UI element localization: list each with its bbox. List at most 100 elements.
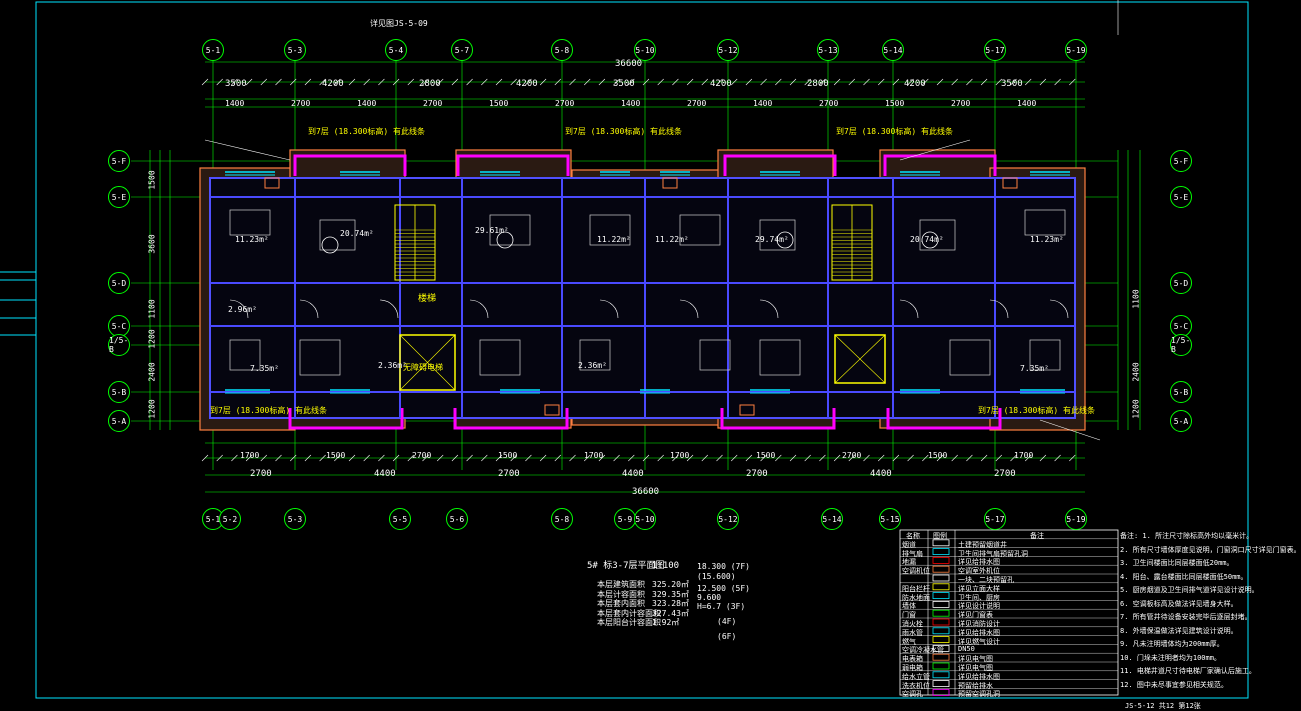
design-note: 12. 图中未尽事宜参见相关规范。	[1120, 680, 1228, 689]
axis-bubble-bottom: 5-5	[389, 508, 411, 530]
dim-top-1: 3500	[225, 79, 247, 89]
dim-bottom-2: 1700	[1014, 451, 1034, 460]
axis-bubble-top: 5-14	[882, 39, 904, 61]
legend-note: 详见门窗表	[958, 611, 993, 620]
room-area-label: 20.74m²	[910, 235, 944, 244]
axis-bubble-bottom: 5-8	[551, 508, 573, 530]
axis-bubble-top: 5-10	[634, 39, 656, 61]
legend-name: 烟道	[902, 540, 916, 549]
level-label: (6F)	[717, 632, 737, 641]
area-value: 327.43㎡	[652, 608, 689, 618]
legend-name: 门窗	[902, 611, 916, 620]
legend-note: 详见给排水图	[958, 672, 1000, 681]
dim-left: 1100	[147, 299, 157, 319]
design-note: 5. 厨房烟道及卫生间排气道详见设计说明。	[1120, 586, 1259, 594]
legend-table-lines	[899, 529, 1119, 696]
legend-note: 空调室外机位	[958, 567, 1000, 576]
detail-reference: 详见图JS-5-09	[370, 19, 428, 28]
dim-bottom-2: 2700	[842, 451, 862, 460]
note-line-5: 到7层 (18.300标高) 有此线条	[978, 406, 1095, 415]
legend-name: 燃气	[902, 637, 916, 646]
dim-bottom-2: 1700	[240, 451, 260, 460]
legend-note: 卫生间排气扇预留孔洞	[958, 549, 1028, 558]
dim-top-1: 4200	[322, 79, 344, 89]
dim-right: 2400	[1131, 362, 1141, 382]
axis-bubble-bottom: 5-3	[284, 508, 306, 530]
dim-top-2: 2700	[687, 99, 707, 108]
room-area-label: 7.35m²	[1020, 364, 1049, 373]
axis-bubble-right: 5-F	[1170, 150, 1192, 172]
legend-name: 洗衣机位	[902, 681, 930, 690]
note-line-4: 到7层 (18.300标高) 有此线条	[210, 406, 327, 415]
room-area-label: 2.36m²	[578, 361, 607, 370]
page-code: JS-5-12 共12 第12张	[1125, 702, 1201, 710]
area-value: 325.20㎡	[652, 580, 689, 589]
dim-left: 1200	[147, 399, 157, 419]
level-label: 12.500 (5F)	[697, 584, 750, 593]
area-value: 329.35㎡	[652, 589, 689, 599]
drawing-scale: 1:100	[652, 561, 680, 571]
axis-bubble-top: 5-1	[202, 39, 224, 61]
level-label: 18.300 (7F)	[697, 562, 750, 571]
area-label: 本层建筑面积	[597, 580, 645, 589]
room-area-label: 7.35m²	[250, 364, 279, 373]
legend-name: 空调孔	[902, 690, 923, 699]
room-area-label: 11.23m²	[235, 235, 269, 244]
legend-note: 一块、二块预留孔	[958, 576, 1014, 584]
axis-bubble-bottom: 5-6	[446, 508, 468, 530]
dim-top-1: 4200	[710, 79, 732, 89]
dim-bottom-1: 2700	[498, 469, 520, 479]
dim-bottom-2: 1500	[498, 451, 518, 460]
legend-note: 预留空调孔洞	[958, 690, 1000, 699]
design-note: 4. 阳台、露台楼面比同层楼面低50mm。	[1120, 572, 1248, 581]
legend-note: 详见电气图	[958, 655, 993, 664]
design-note: 11. 电梯井道尺寸待电梯厂家确认后施工。	[1120, 667, 1256, 675]
dim-top-1: 3500	[613, 79, 635, 89]
legend-note: 卫生间、厨房	[958, 593, 1000, 602]
legend-name: 空调机位	[902, 567, 930, 576]
dim-left: 3600	[147, 234, 157, 254]
dim-top-2: 2700	[423, 99, 443, 108]
legend-name: 阳台栏杆	[902, 584, 930, 593]
legend-note: 详见消防设计	[958, 620, 1000, 628]
axis-bubble-bottom: 5-9	[614, 508, 636, 530]
axis-bubble-left: 5-E	[108, 186, 130, 208]
legend-name: 电表箱	[902, 655, 923, 664]
elevator-label: 无障碍电梯	[403, 363, 443, 372]
dim-bottom-2: 1700	[670, 451, 690, 460]
dim-top-2: 2700	[291, 99, 311, 108]
floor-plan	[199, 139, 1101, 441]
axis-bubble-left: 5-D	[108, 272, 130, 294]
level-label: 9.600	[697, 593, 722, 602]
legend-name: 给水立管	[902, 672, 930, 681]
dim-top-2: 1400	[357, 99, 377, 108]
dim-bottom-1: 2700	[994, 469, 1016, 479]
dim-bottom-1: 4400	[374, 469, 396, 479]
axis-bubble-top: 5-19	[1065, 39, 1087, 61]
area-value: 323.28㎡	[652, 599, 689, 608]
room-area-label: 11.22m²	[655, 235, 689, 244]
area-label: 本层阳台计容面积	[597, 618, 661, 627]
dim-top-2: 1400	[621, 99, 641, 108]
axis-bubble-top: 5-3	[284, 39, 306, 61]
dim-bottom-1: 2700	[250, 469, 272, 479]
area-label: 本层套内计容面积	[597, 608, 661, 618]
dim-top-2: 1500	[885, 99, 905, 108]
dim-top-2: 2700	[819, 99, 839, 108]
axis-bubble-right: 5-B	[1170, 381, 1192, 403]
design-note: 3. 卫生间楼面比同层楼面低20mm。	[1120, 559, 1234, 567]
cad-drawing-canvas[interactable]	[0, 0, 1251, 711]
room-area-label: 11.22m²	[597, 235, 631, 244]
drawing-frame	[35, 1, 1249, 699]
axis-bubble-left: 5-F	[108, 150, 130, 172]
axis-bubble-top: 5-12	[717, 39, 739, 61]
dim-top-1: 2800	[807, 79, 829, 89]
design-note: 2. 所有尺寸墙体厚度见说明，门窗洞口尺寸详见门窗表。	[1120, 545, 1301, 554]
legend-name: 防水地面	[902, 593, 930, 602]
legend-name: 消火栓	[902, 620, 923, 628]
axis-bubble-right: 5-D	[1170, 272, 1192, 294]
dim-right: 1100	[1131, 289, 1141, 309]
axis-bubble-bottom: 5-19	[1065, 508, 1087, 530]
dim-top-2: 1500	[489, 99, 509, 108]
dim-top-2: 1400	[225, 99, 245, 108]
